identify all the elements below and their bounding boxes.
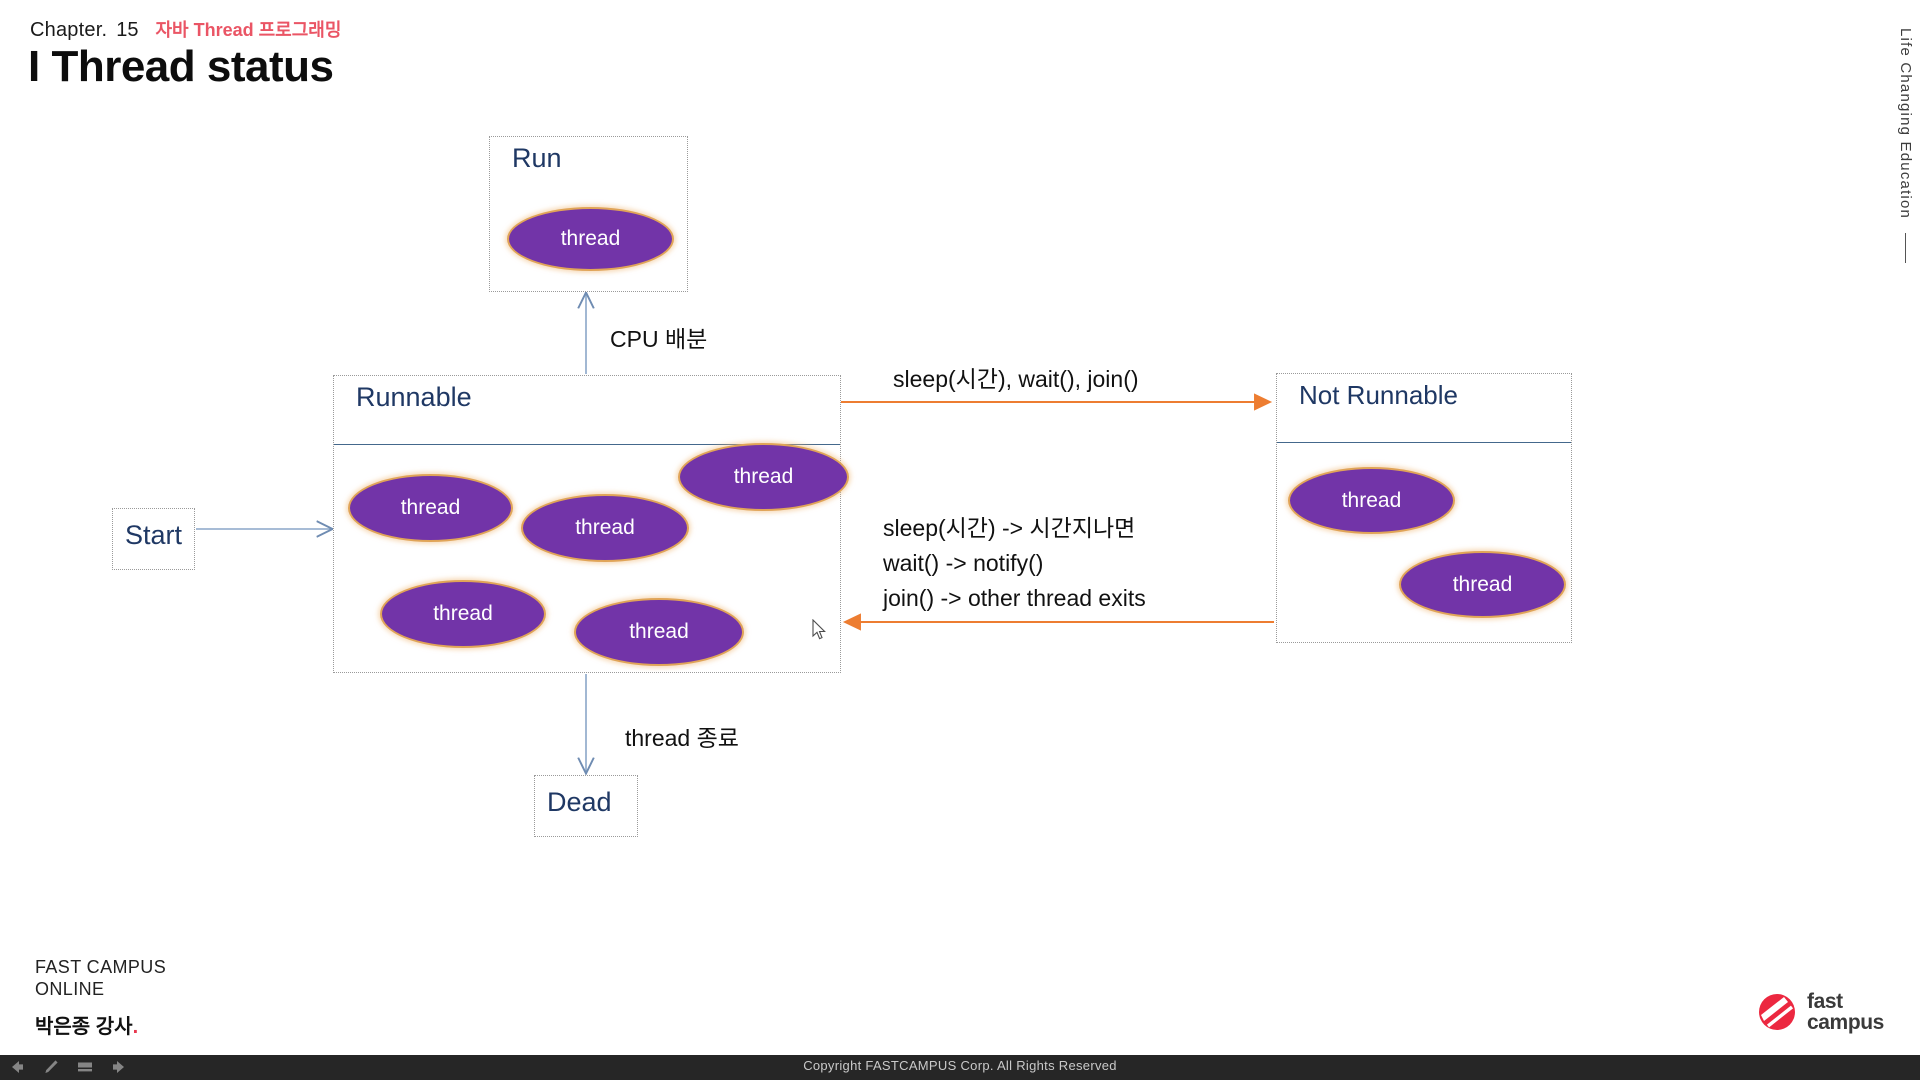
fastcampus-word-2: campus: [1807, 1011, 1884, 1035]
vertical-tagline: Life Changing Education: [1897, 28, 1914, 264]
chapter-number: 15: [116, 19, 139, 41]
not-runnable-title-divider: [1277, 442, 1571, 443]
vertical-tagline-dash: [1905, 233, 1906, 264]
fastcampus-logo: fast campus: [1758, 991, 1884, 1034]
state-box-dead-title: Dead: [547, 787, 612, 817]
state-box-dead[interactable]: Dead: [534, 775, 638, 837]
state-box-not-runnable-title: Not Runnable: [1299, 380, 1458, 410]
thread-ellipse[interactable]: thread: [678, 443, 849, 511]
lecturer-name-text: 박은종 강사: [35, 1016, 133, 1038]
bottom-bar: [0, 1055, 1920, 1080]
edge-label-back-to-runnable-line2: wait() -> notify(): [883, 550, 1044, 576]
back-arrow-icon[interactable]: [8, 1058, 26, 1076]
chapter-korean-subtitle: 자바 Thread 프로그래밍: [155, 20, 342, 40]
edge-label-back-to-runnable-line3: join() -> other thread exits: [883, 585, 1146, 611]
thread-ellipse[interactable]: thread: [521, 494, 689, 562]
runnable-title-divider: [334, 444, 840, 445]
brand-line-2: ONLINE: [35, 978, 105, 999]
edge-label-to-not-runnable: sleep(시간), wait(), join(): [893, 366, 1139, 392]
thread-ellipse[interactable]: thread: [1399, 551, 1566, 618]
thread-ellipse[interactable]: thread: [380, 580, 546, 648]
fastcampus-wordmark: fast campus: [1807, 991, 1884, 1034]
player-toolbar[interactable]: [8, 1058, 128, 1076]
chapter-word: Chapter.: [30, 19, 108, 41]
page-title: I Thread status: [28, 42, 334, 91]
fastcampus-mark-icon: [1758, 993, 1796, 1031]
forward-arrow-icon[interactable]: [110, 1058, 128, 1076]
lecturer-name-dot: .: [132, 1016, 139, 1038]
thread-ellipse[interactable]: thread: [1288, 467, 1455, 534]
thread-ellipse[interactable]: thread: [507, 207, 674, 271]
thread-ellipse[interactable]: thread: [348, 474, 513, 542]
brand-line-1: FAST CAMPUS: [35, 957, 167, 977]
copyright-text: Copyright FASTCAMPUS Corp. All Rights Re…: [803, 1058, 1117, 1073]
brand-block: FAST CAMPUS ONLINE: [35, 957, 166, 1001]
state-box-runnable-title: Runnable: [356, 382, 472, 412]
state-box-run-title: Run: [512, 143, 562, 173]
thread-ellipse[interactable]: thread: [574, 598, 744, 666]
fastcampus-word-1: fast: [1807, 990, 1843, 1013]
edge-label-thread-end: thread 종료: [625, 725, 739, 751]
chapter-line: Chapter. 15 자바 Thread 프로그래밍: [30, 16, 341, 42]
slide-icon[interactable]: [76, 1058, 94, 1076]
edge-label-back-to-runnable-line1: sleep(시간) -> 시간지나면: [883, 515, 1136, 541]
lecturer-name: 박은종 강사.: [35, 1010, 138, 1039]
edge-label-cpu-allocation: CPU 배분: [610, 326, 708, 352]
mouse-cursor: [812, 619, 826, 640]
state-box-start-title: Start: [125, 520, 183, 550]
pen-icon[interactable]: [42, 1058, 60, 1076]
state-box-start[interactable]: Start: [112, 508, 195, 570]
vertical-tagline-text: Life Changing Education: [1897, 28, 1914, 220]
